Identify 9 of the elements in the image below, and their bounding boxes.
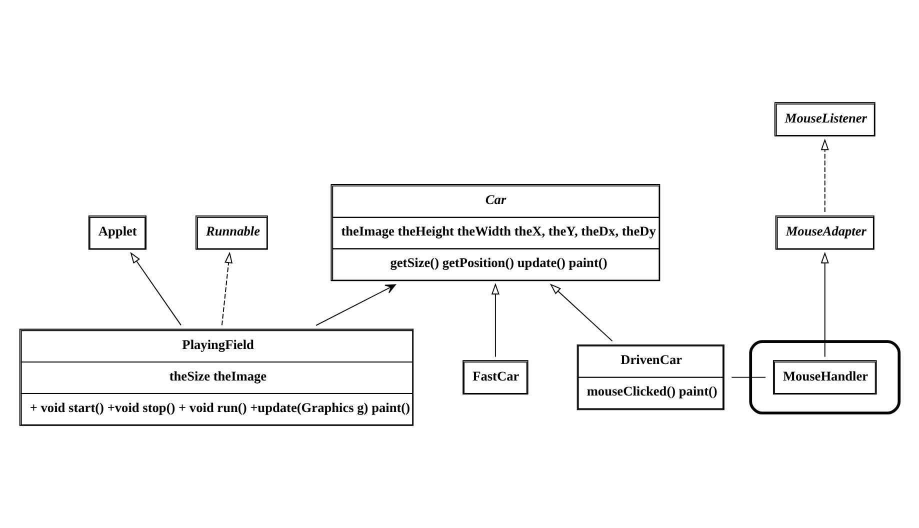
arrow [491,283,500,358]
arrow [316,284,396,326]
arrow [221,252,233,326]
arrow [130,252,182,326]
arrow [820,138,829,212]
connector [731,376,766,378]
cluster [749,340,901,414]
arrow [820,252,829,358]
arrow [550,284,613,342]
